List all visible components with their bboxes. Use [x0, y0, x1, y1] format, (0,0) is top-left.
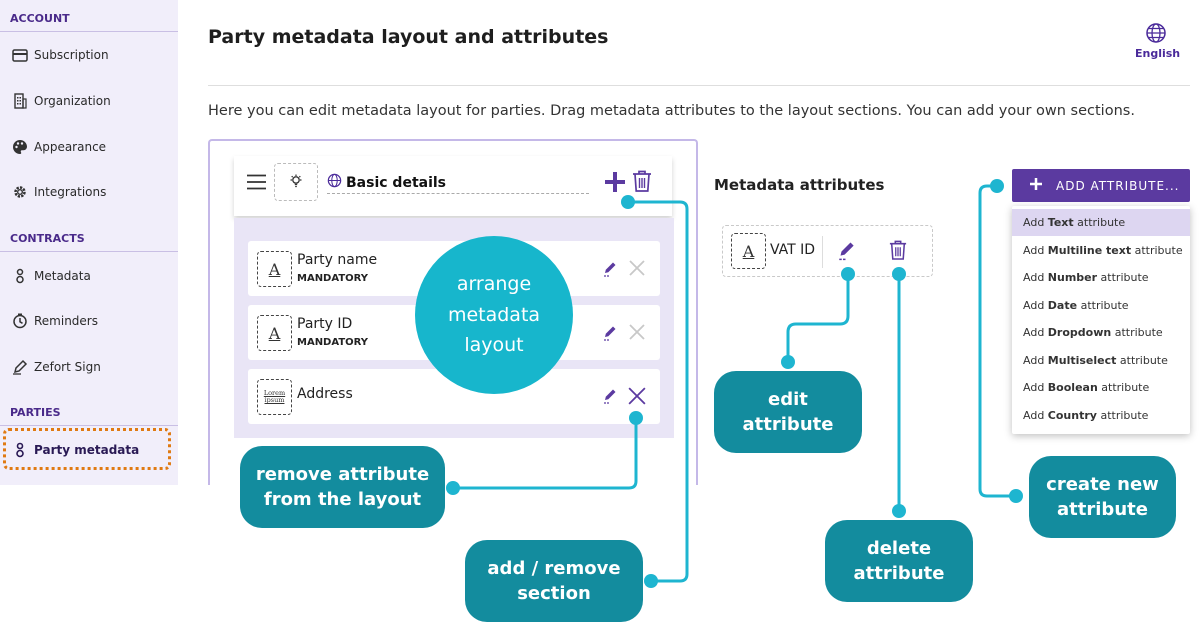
sidebar-item-label: Party metadata [34, 443, 140, 457]
clock-icon [12, 313, 28, 329]
attribute-name: Party ID [297, 316, 353, 332]
language-label: English [1135, 47, 1181, 60]
menu-item-dropdown[interactable]: Add Dropdown attribute [1023, 326, 1163, 339]
text-attribute-icon: A [731, 233, 766, 269]
menu-item-text[interactable]: Add Text attribute [1012, 209, 1190, 236]
sidebar-item-label: Reminders [34, 314, 98, 328]
menu-item-boolean[interactable]: Add Boolean attribute [1023, 381, 1150, 394]
text-attribute-icon: A [257, 251, 292, 287]
add-attribute-button[interactable]: ADD ATTRIBUTE... [1012, 169, 1190, 202]
sidebar-item-label: Metadata [34, 269, 91, 283]
sidebar: ACCOUNT Subscription Organization Appear… [0, 0, 178, 485]
edit-pencil-icon[interactable] [603, 387, 619, 408]
menu-item-multiselect[interactable]: Add Multiselect attribute [1023, 354, 1168, 367]
sidebar-item-reminders[interactable]: Reminders [12, 313, 98, 329]
add-attribute-menu: Add Text attribute Add Multiline text at… [1012, 206, 1190, 434]
multiline-attribute-icon: Lorem ipsum [257, 379, 292, 415]
attribute-name: Party name [297, 252, 378, 268]
sidebar-item-subscription[interactable]: Subscription [12, 47, 109, 63]
edit-pencil-icon[interactable] [603, 324, 619, 345]
menu-item-multiline-text[interactable]: Add Multiline text attribute [1023, 244, 1183, 257]
menu-item-country[interactable]: Add Country attribute [1023, 409, 1149, 422]
section-name: Basic details [346, 174, 447, 191]
sidebar-item-organization[interactable]: Organization [12, 93, 111, 109]
add-section-icon[interactable] [604, 171, 626, 197]
sidebar-header-account: ACCOUNT [10, 12, 70, 25]
section-icon-picker[interactable] [274, 163, 318, 201]
close-icon[interactable] [629, 324, 645, 344]
divider [0, 425, 178, 426]
sidebar-header-parties: PARTIES [10, 406, 61, 419]
sidebar-item-label: Subscription [34, 48, 109, 62]
menu-item-number[interactable]: Add Number attribute [1023, 271, 1149, 284]
gear-icon [12, 184, 28, 200]
building-icon [12, 93, 28, 109]
page-description: Here you can edit metadata layout for pa… [208, 103, 1135, 119]
lightbulb-icon [289, 173, 303, 192]
divider [208, 85, 1190, 86]
drag-handle-icon[interactable] [247, 174, 266, 194]
sidebar-item-label: Integrations [34, 185, 107, 199]
menu-item-date[interactable]: Add Date attribute [1023, 299, 1129, 312]
sidebar-item-zefort-sign[interactable]: Zefort Sign [12, 359, 101, 375]
palette-icon [12, 139, 28, 155]
metadata-attributes-title: Metadata attributes [714, 176, 885, 194]
credit-card-icon [12, 47, 28, 63]
divider [0, 31, 178, 32]
sidebar-item-party-metadata[interactable]: Party metadata [12, 442, 139, 458]
divider [0, 251, 178, 252]
globe-icon [1135, 22, 1177, 47]
mandatory-badge: MANDATORY [297, 273, 369, 284]
section-header: Basic details [234, 156, 672, 216]
sidebar-item-metadata[interactable]: Metadata [12, 268, 91, 284]
edit-pencil-icon[interactable] [838, 239, 858, 265]
text-attribute-icon: A [257, 315, 292, 351]
plus-icon [1030, 178, 1042, 193]
tag-icon [12, 268, 28, 284]
sidebar-item-label: Organization [34, 94, 111, 108]
page-title: Party metadata layout and attributes [208, 26, 609, 48]
trash-icon[interactable] [632, 170, 652, 196]
sidebar-item-label: Appearance [34, 140, 107, 154]
mandatory-badge: MANDATORY [297, 337, 369, 348]
add-attribute-label: ADD ATTRIBUTE... [1056, 178, 1180, 193]
sidebar-item-appearance[interactable]: Appearance [12, 139, 106, 155]
close-icon[interactable] [628, 387, 646, 409]
sidebar-item-integrations[interactable]: Integrations [12, 184, 106, 200]
trash-icon[interactable] [889, 240, 907, 264]
sidebar-header-contracts: CONTRACTS [10, 232, 85, 245]
section-name-field[interactable]: Basic details [327, 172, 589, 194]
attribute-name: Address [297, 386, 353, 402]
tag-icon [12, 442, 28, 458]
language-selector[interactable]: English [1135, 22, 1181, 60]
edit-pencil-icon[interactable] [603, 260, 619, 281]
active-item-highlight [3, 428, 171, 470]
divider [822, 236, 823, 268]
pen-icon [12, 359, 28, 375]
close-icon[interactable] [629, 260, 645, 280]
attribute-name: VAT ID [770, 242, 816, 258]
sidebar-item-label: Zefort Sign [34, 360, 101, 374]
globe-icon [327, 173, 342, 192]
